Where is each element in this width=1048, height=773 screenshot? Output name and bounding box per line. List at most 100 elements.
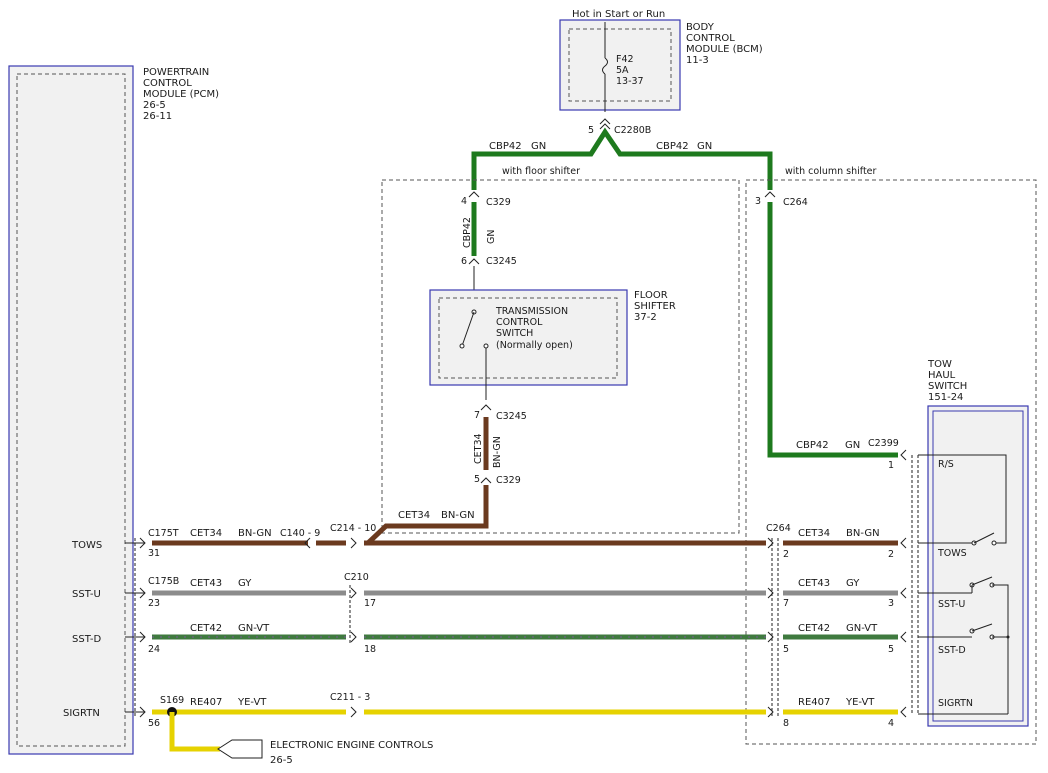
pcm-pin-sstd: SST-D: [72, 634, 101, 645]
sstd-c210-pin: 18: [364, 644, 376, 655]
c329-top: C329: [486, 197, 511, 208]
pcm-pin-sstu: SST-U: [72, 589, 101, 600]
tcs-label-4: (Normally open): [496, 340, 573, 351]
tcs-label-3: SWITCH: [496, 328, 533, 339]
cet34-vertical-color: BN-GN: [492, 436, 503, 468]
floor-shifter-ref: 37-2: [634, 312, 657, 323]
sstd-c264-pin: 5: [783, 644, 789, 655]
cbp42-tow-color: GN: [845, 440, 860, 451]
sstd-sw-pin: 5: [888, 644, 894, 655]
c3245-bot-pin: 7: [474, 410, 480, 421]
c214: C214 - 10: [330, 523, 376, 534]
c140: C140 - 9: [280, 528, 320, 539]
bcm-fuse: F42: [616, 54, 634, 65]
eec-connector-icon: [217, 739, 263, 759]
eec-ref: 26-5: [270, 755, 293, 766]
cbp42-left-label: CBP42: [489, 141, 522, 152]
floor-shifter-inner: [438, 297, 618, 379]
pcm-title-2: CONTROL: [143, 78, 192, 89]
pcm-pinnum-tows: 31: [148, 548, 160, 559]
tow-haul-title-2: HAUL: [928, 370, 956, 381]
bcm-title-3: MODULE (BCM): [686, 44, 763, 55]
sstu-switch-icon: [971, 576, 993, 586]
pcm-pin-sigrtn: SIGRTN: [63, 708, 100, 719]
pcm-ref-2: 26-11: [143, 111, 172, 122]
bcm-title-1: BODY: [686, 22, 715, 33]
pcm-title-3: MODULE (PCM): [143, 89, 219, 100]
c264-top: C264: [783, 197, 808, 208]
bcm-connector: C2280B: [614, 125, 651, 136]
bcm-inner: [568, 28, 672, 102]
cet34-diag-label: CET34: [398, 510, 430, 521]
cbp42-left-color: GN: [531, 141, 546, 152]
bcm-pin: 5: [588, 125, 594, 136]
pcm-ref-1: 26-5: [143, 100, 166, 111]
tow-haul-title-1: TOW: [927, 359, 952, 370]
c3245-top-pin: 6: [461, 256, 467, 267]
tcs-label-2: CONTROL: [496, 317, 543, 328]
cbp42-right-label: CBP42: [656, 141, 689, 152]
column-green-wire: 3 C264 CBP42 GN C2399 1: [755, 191, 907, 471]
c329-bot-pin: 5: [474, 474, 480, 485]
tow-pin-rs: R/S: [938, 459, 954, 470]
tow-haul-ref: 151-24: [928, 392, 963, 403]
pcm-pin-tows: TOWS: [71, 540, 102, 551]
pcm-box: [8, 65, 134, 755]
tows-right-label: CET34: [798, 528, 830, 539]
cbp42-tow-label: CBP42: [796, 440, 829, 451]
sstu-right-color: GY: [846, 578, 860, 589]
bcm-module: Hot in Start or Run F42 5A 13-37 BODY CO…: [559, 9, 763, 136]
cbp42-right-color: GN: [697, 141, 712, 152]
cbp42-vertical-color: GN: [486, 230, 497, 244]
tow-haul-title-3: SWITCH: [928, 381, 967, 392]
sstu-c210-pin: 17: [364, 598, 376, 609]
c2399: C2399: [868, 438, 899, 449]
column-option-label: with column shifter: [785, 166, 877, 177]
eec-label: ELECTRONIC ENGINE CONTROLS: [270, 740, 433, 751]
tows-left-color: BN-GN: [238, 528, 272, 539]
tow-pin-tows: TOWS: [937, 548, 967, 559]
bcm-fuse-ref: 13-37: [616, 76, 644, 87]
tows-right-color: BN-GN: [846, 528, 880, 539]
c175t: C175T: [148, 528, 179, 539]
c329-bot: C329: [496, 475, 521, 486]
fuse-icon: [602, 57, 608, 75]
brown-wire-diag: [366, 485, 489, 545]
tow-pin-sstd: SST-D: [938, 645, 966, 656]
tow-haul-switch: TOW HAUL SWITCH 151-24 R/S TOWS SST-U SS…: [911, 359, 1029, 727]
sig-right-label: RE407: [798, 697, 830, 708]
cet34-diag-color: BN-GN: [441, 510, 475, 521]
sstd-left-label: CET42: [190, 623, 222, 634]
floor-shifter-wiring: 4 C329 CBP42 GN 6 C3245 TRANSMISSION CON…: [366, 191, 676, 545]
pcm-pinnum-sstu: 23: [148, 598, 160, 609]
pcm-inner: [16, 73, 126, 747]
sstd-left-color: GN-VT: [238, 623, 270, 634]
pcm-title-1: POWERTRAIN: [143, 67, 209, 78]
tows-left-label: CET34: [190, 528, 222, 539]
sstd-circuit: CET42 GN-VT 18 CET42 GN-VT 5 5: [125, 623, 907, 655]
switch-blade-icon: [461, 311, 475, 347]
bcm-ref: 11-3: [686, 55, 709, 66]
green-wire-top: [471, 127, 773, 190]
sig-c264-pin: 8: [783, 718, 789, 729]
tcs-label-1: TRANSMISSION: [495, 306, 568, 317]
sig-left-color: YE-VT: [237, 697, 267, 708]
c175b: C175B: [148, 576, 179, 587]
sstu-sw-pin: 3: [888, 598, 894, 609]
floor-shifter-title-2: SHIFTER: [634, 301, 676, 312]
tow-haul-box: [927, 405, 1029, 727]
c2399-pin: 1: [888, 460, 894, 471]
floor-shifter-option-box: [381, 179, 740, 534]
sig-right-color: YE-VT: [845, 697, 875, 708]
cet34-vertical-label: CET34: [473, 433, 484, 464]
c210: C210: [344, 572, 369, 583]
bcm-box: [559, 19, 681, 111]
sigrtn-branch-wire: [169, 712, 220, 752]
tows-switch-icon: [973, 532, 995, 544]
floor-shifter-title-1: FLOOR: [634, 290, 668, 301]
bcm-feed-label: Hot in Start or Run: [572, 9, 665, 20]
pcm-module: POWERTRAIN CONTROL MODULE (PCM) 26-5 26-…: [8, 65, 219, 755]
connector-chevron-icon: [599, 118, 611, 125]
c3245-top: C3245: [486, 256, 517, 267]
